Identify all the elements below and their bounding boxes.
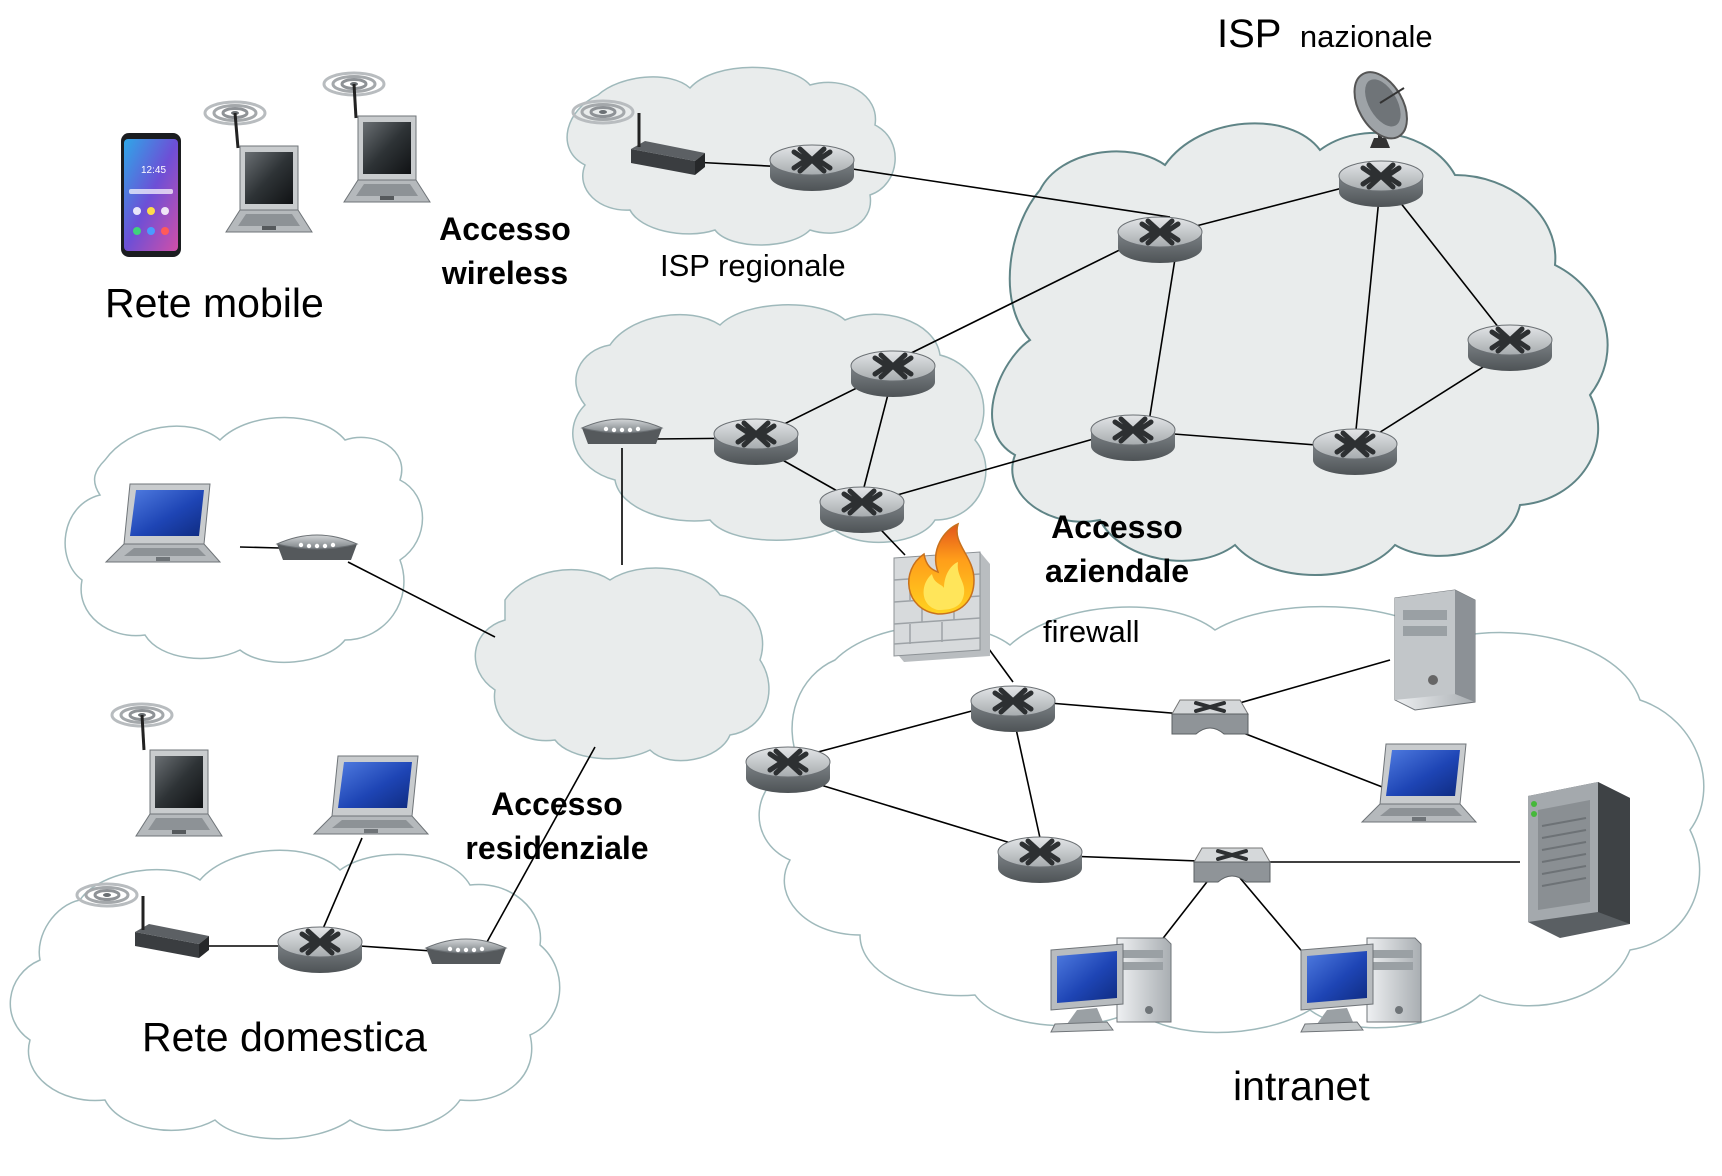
cloud-rete-mobile-residenziale [64,416,424,664]
link [239,546,281,549]
link [1239,877,1306,956]
laptop-icon[interactable] [343,115,431,203]
svg-text:12:45: 12:45 [141,165,166,176]
link [861,431,1119,506]
label-firewall: firewall [1043,614,1139,649]
labels-layer: ISP nazionale ISP regionale Rete mobile … [105,12,1433,1109]
router-icon[interactable] [1118,217,1202,263]
label-accesso-residenziale-2: residenziale [465,830,648,866]
link [1354,177,1382,441]
laptop-icon[interactable] [313,755,429,835]
wireless-waves-icon [75,882,139,908]
label-isp-regionale: ISP regionale [660,248,846,283]
link [892,229,1161,363]
wireless-waves-icon [571,99,635,125]
laptop-icon[interactable] [135,749,223,837]
link [321,837,363,932]
router-icon[interactable] [851,351,935,397]
cloud-rete-domestica [9,849,561,1140]
satellite-dish-icon[interactable] [1344,63,1418,148]
smartphone-icon[interactable]: 12:45 [121,133,181,257]
firewall-icon[interactable] [893,522,990,662]
label-rete-domestica: Rete domestica [142,1014,427,1060]
router-icon[interactable] [820,487,904,533]
label-accesso-aziendale-1: Accesso [1051,509,1183,545]
cloud-isp-regionale [566,66,896,246]
link [347,561,496,638]
router-icon[interactable] [1091,415,1175,461]
link [359,945,433,952]
link [1147,239,1179,429]
label-accesso-aziendale-2: aziendale [1045,553,1189,589]
label-isp-nazionale-main: ISP [1217,12,1281,56]
label-accesso-wireless-1: Accesso [439,211,571,247]
router-icon[interactable] [746,747,830,793]
router-icon[interactable] [714,419,798,465]
router-icon[interactable] [998,837,1082,883]
devices-layer: 12:45 [75,63,1631,1033]
link [1380,177,1511,343]
router-icon[interactable] [1313,429,1397,475]
server-icon[interactable] [1527,781,1631,939]
router-icon[interactable] [770,145,854,191]
label-intranet: intranet [1233,1063,1370,1109]
router-icon[interactable] [1339,161,1423,207]
link [1012,714,1041,839]
label-rete-mobile: Rete mobile [105,280,324,326]
label-isp-nazionale: ISP nazionale [1217,12,1433,56]
link [481,746,596,952]
cloud-accesso-residenziale [474,567,770,762]
label-accesso-wireless-2: wireless [441,255,568,291]
label-accesso-residenziale-1: Accesso [491,786,623,822]
link [1214,659,1391,711]
router-icon[interactable] [278,927,362,973]
server-icon[interactable] [1394,589,1476,711]
router-icon[interactable] [971,686,1055,732]
link [787,774,1041,853]
laptop-icon[interactable] [225,145,313,233]
link [845,167,1171,218]
label-isp-nazionale-sub: nazionale [1300,19,1433,54]
router-icon[interactable] [1468,325,1552,371]
